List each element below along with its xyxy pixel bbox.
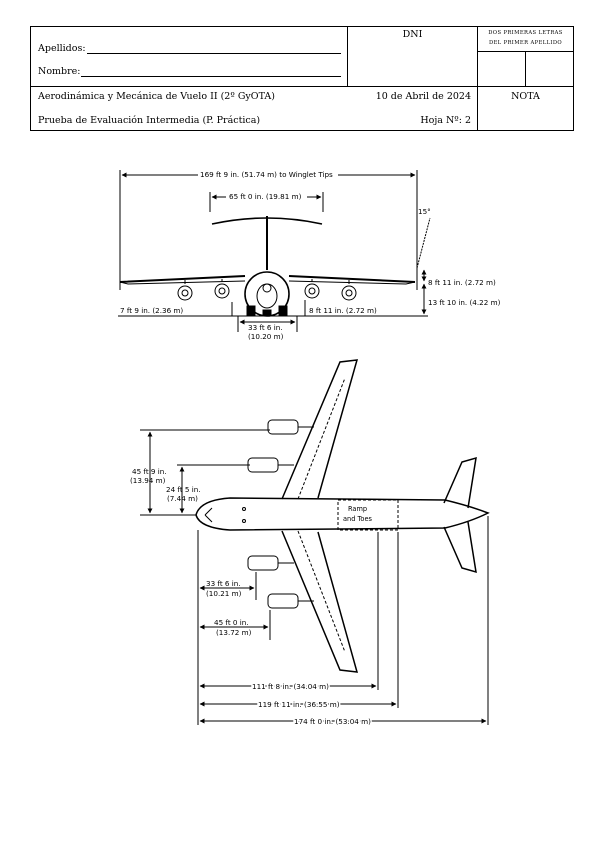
initials-label-line2: DEL PRIMER APELLIDO [488,40,563,46]
dihedral-label: 15° [418,207,431,216]
gear-track-label: 33 ft 6 in. [248,323,283,332]
outer-engine-span-label: 45 ft 9 in. [132,467,167,476]
name-field[interactable] [81,76,341,77]
dni-label: DNI [402,29,423,40]
inner-engine-station-label: 33 ft 6 in. [206,579,241,588]
outer-engine-station-label: 45 ft 0 in. [214,618,249,627]
top-engine-pods [247,419,314,609]
gear-track-label-metric: (10.20 m) [248,332,284,341]
tail-span-label: 65 ft 0 in. (19.81 m) [229,192,302,201]
surname-label: Apellidos: [38,43,86,54]
outer-engine-station-label-metric: (13.72 m) [216,628,252,637]
ground-clearance-label: 7 ft 9 in. (2.36 m) [120,306,183,315]
engine-height-label: 8 ft 11 in. (2.72 m) [309,306,377,315]
inner-engine-span-label: 24 ft 5 in. [166,485,201,494]
engine-nacelles [177,279,357,301]
ramp-label: Ramp [348,505,367,513]
top-view-drawing [140,359,490,725]
total-height-label: 13 ft 10 in. (4.22 m) [428,298,501,307]
length-3-label: 174 ft 0 in. (53.04 m) [294,717,371,726]
wing-height-label: 8 ft 11 in. (2.72 m) [428,278,496,287]
front-view-drawing [118,170,431,332]
student-identity-cell: Apellidos: Nombre: [30,26,348,87]
exam-title: Prueba de Evaluación Intermedia (P. Prác… [38,115,261,126]
course-info-cell: Aerodinámica y Mecánica de Vuelo II (2º … [30,86,478,131]
initial-box-1[interactable] [478,52,527,86]
dni-cell[interactable]: DNI [347,26,478,87]
exam-header-table: Apellidos: Nombre: DNI DOS PRIMERAS LETR… [30,26,575,131]
exam-date: 10 de Abril de 2024 [375,91,471,102]
inner-engine-span-label-metric: (7.44 m) [167,494,198,503]
length-1-label: 111 ft 8 in. (34.04 m) [252,682,329,691]
ramp-label-2: and Toes [343,515,372,523]
outer-engine-span-label-metric: (13.94 m) [130,476,166,485]
initials-label-line1: DOS PRIMERAS LETRAS [488,30,563,36]
grade-cell[interactable]: NOTA [476,86,575,131]
span-label: 169 ft 9 in. (51.74 m) to Winglet Tips [200,170,333,179]
name-label: Nombre: [38,66,81,77]
course-title: Aerodinámica y Mecánica de Vuelo II (2º … [38,91,275,102]
surname-field[interactable] [87,53,341,54]
grade-label: NOTA [511,91,540,102]
length-2-label: 119 ft 11 in. (36.55 m) [258,700,340,709]
sheet-number: Hoja Nº: 2 [420,115,471,126]
inner-engine-station-label-metric: (10.21 m) [206,589,242,598]
